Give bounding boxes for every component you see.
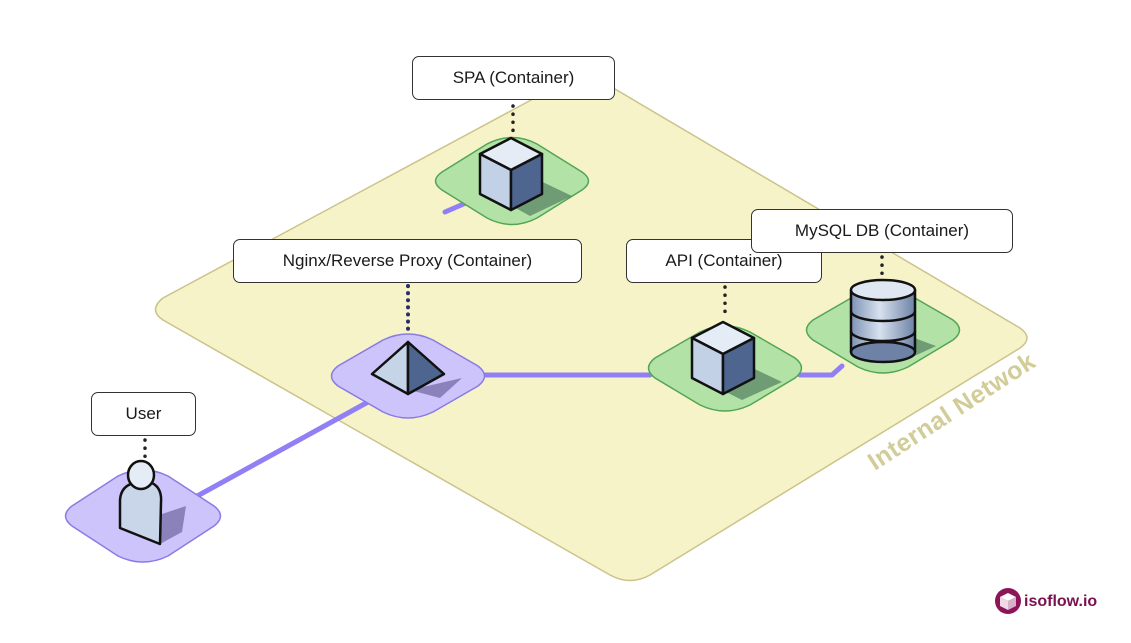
connector-user-nginx [187, 399, 371, 503]
api-icon-right [721, 336, 756, 396]
isoflow-logo-icon [995, 588, 1021, 614]
mysql-icon-bottom [849, 340, 917, 364]
container-icon [690, 320, 782, 400]
connector-api-mysql [797, 363, 845, 378]
mysql-label[interactable]: MySQL DB (Container) [751, 209, 1013, 253]
spa-icon-right [509, 152, 544, 212]
user-icon [118, 459, 186, 546]
user-label[interactable]: User [91, 392, 196, 436]
nginx-icon-shadow [410, 378, 462, 398]
brand-spacer [994, 589, 1020, 615]
pyramid-icon [370, 340, 462, 398]
database-icon [849, 278, 936, 364]
user-icon-head [126, 459, 156, 491]
mysql-icon-ring [849, 310, 917, 323]
isoflow-brand[interactable]: isoflow.io [994, 588, 1097, 616]
label-leaders [143, 104, 884, 460]
mysql-icon-ring [849, 330, 917, 343]
nginx-icon-right [406, 340, 446, 396]
nginx-label[interactable]: Nginx/Reverse Proxy (Container) [233, 239, 582, 283]
container-icon [478, 136, 572, 216]
spa-label[interactable]: SPA (Container) [412, 56, 615, 100]
brand-text: isoflow.io [1024, 593, 1098, 610]
mysql-icon-top [849, 278, 917, 302]
mysql-icon-sides [849, 290, 917, 352]
